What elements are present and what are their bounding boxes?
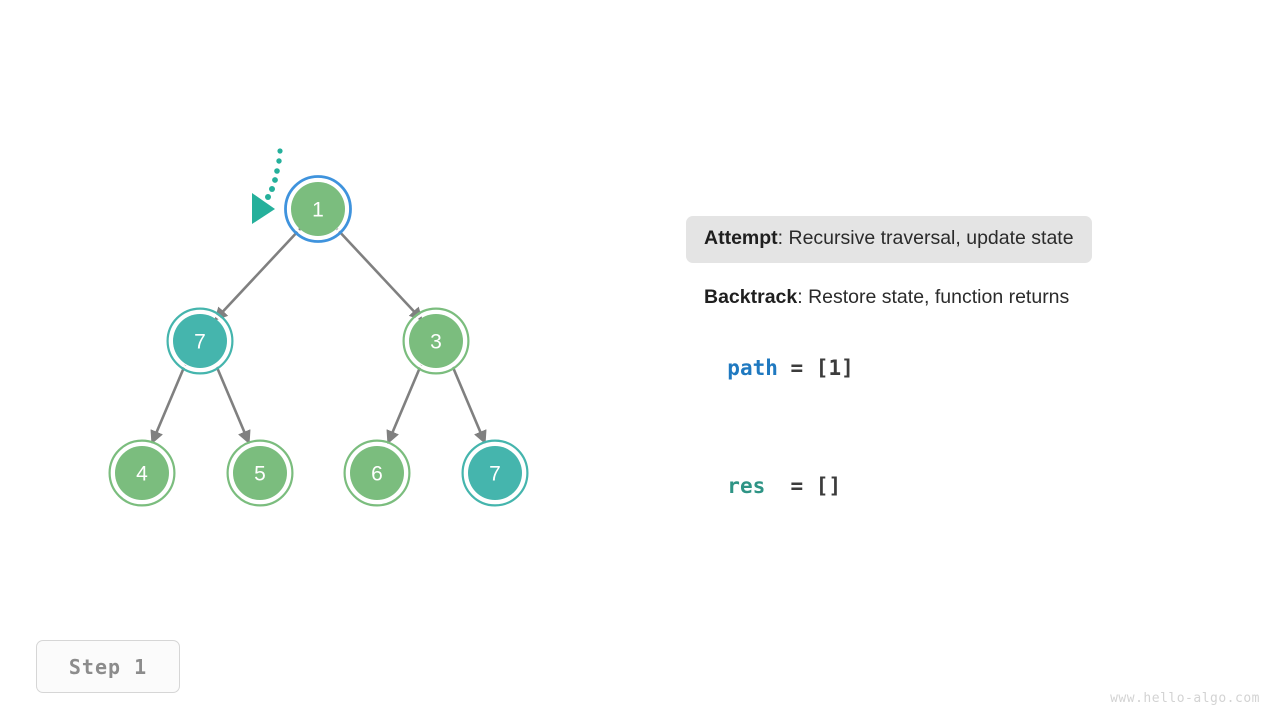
tree-node-4[interactable]: 4 — [108, 439, 176, 507]
watermark-text: www.hello-algo.com — [1110, 691, 1260, 706]
legend-panel: Attempt: Recursive traversal, update sta… — [686, 216, 1226, 307]
tree-svg-canvas: 1 7 3 4 5 — [108, 148, 529, 507]
edge-3-to-7 — [450, 364, 487, 445]
edge-7-to-4 — [150, 364, 187, 445]
recursion-pointer-icon — [252, 148, 283, 224]
code-line-res: res = [] — [702, 450, 841, 498]
code-line-path: path = [1] — [702, 332, 854, 380]
legend-backtrack-keyword: Backtrack — [704, 285, 798, 308]
tree-node-5-label: 5 — [254, 463, 266, 486]
legend-backtrack-row: Backtrack: Restore state, function retur… — [686, 285, 1226, 308]
code-value-res: = [] — [765, 474, 842, 498]
tree-node-3-label: 3 — [430, 331, 442, 354]
edge-7-to-5 — [214, 364, 251, 445]
tree-node-7-right-label: 7 — [489, 463, 501, 486]
tree-edges — [150, 228, 487, 445]
legend-attempt-text: : Recursive traversal, update state — [777, 227, 1074, 249]
edge-3-to-6 — [386, 364, 423, 445]
code-var-res: res — [727, 474, 766, 498]
legend-attempt-keyword: Attempt — [704, 227, 778, 249]
tree-node-7-right[interactable]: 7 — [461, 439, 529, 507]
step-badge-label: Step 1 — [68, 654, 148, 679]
edge-1-to-3 — [336, 228, 423, 321]
code-var-path: path — [727, 356, 778, 380]
tree-node-6-label: 6 — [371, 463, 383, 486]
tree-node-5[interactable]: 5 — [226, 439, 294, 507]
tree-node-1-label: 1 — [312, 199, 324, 222]
tree-node-1[interactable]: 1 — [284, 175, 352, 243]
tree-node-6[interactable]: 6 — [343, 439, 411, 507]
tree-node-3[interactable]: 3 — [402, 307, 470, 375]
tree-node-7-left[interactable]: 7 — [166, 307, 234, 375]
legend-attempt-row: Attempt: Recursive traversal, update sta… — [686, 216, 1092, 263]
tree-node-4-label: 4 — [136, 463, 148, 486]
edge-1-to-7 — [214, 228, 301, 321]
step-badge: Step 1 — [36, 640, 180, 693]
tree-node-7-left-label: 7 — [194, 331, 206, 354]
code-value-path: = [1] — [777, 356, 854, 380]
legend-backtrack-text: : Restore state, function returns — [797, 285, 1070, 308]
binary-tree-diagram: 1 7 3 4 5 — [108, 148, 529, 507]
watermark: www.hello-algo.com — [1110, 691, 1260, 706]
